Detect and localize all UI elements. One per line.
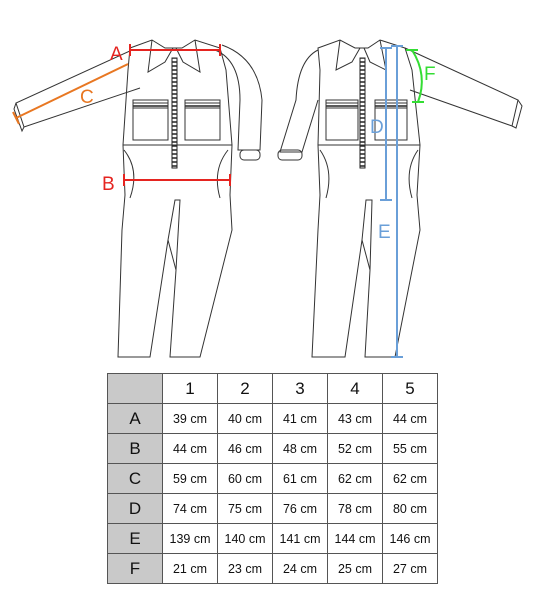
table-cell: 43 cm — [327, 403, 383, 434]
table-cell: 25 cm — [327, 553, 383, 584]
table-cell: 40 cm — [217, 403, 273, 434]
size-header: 2 — [217, 373, 273, 404]
front-view-garment — [13, 39, 263, 358]
table-cell: 62 cm — [327, 463, 383, 494]
label-f: F — [424, 64, 436, 85]
size-chart-table: 1 2 3 4 5 A 39 cm 40 cm 41 cm 43 cm 44 c… — [107, 373, 438, 584]
table-cell: 61 cm — [272, 463, 328, 494]
label-a: A — [110, 44, 123, 65]
table-cell: 39 cm — [162, 403, 218, 434]
measurement-e: E — [378, 45, 403, 358]
table-cell: 144 cm — [327, 523, 383, 554]
row-label: E — [107, 523, 163, 554]
back-view-garment — [277, 39, 523, 358]
table-cell: 59 cm — [162, 463, 218, 494]
table-header-row: 1 2 3 4 5 — [107, 373, 438, 404]
table-row: B 44 cm 46 cm 48 cm 52 cm 55 cm — [107, 433, 438, 464]
table-cell: 21 cm — [162, 553, 218, 584]
table-cell: 75 cm — [217, 493, 273, 524]
size-header: 5 — [382, 373, 438, 404]
row-label: B — [107, 433, 163, 464]
coverall-measurement-diagram: A B C D E F — [12, 39, 523, 358]
label-d: D — [370, 117, 384, 138]
measurement-d: D — [370, 47, 392, 201]
table-cell: 78 cm — [327, 493, 383, 524]
table-corner-cell — [107, 373, 163, 404]
size-header: 1 — [162, 373, 218, 404]
table-cell: 60 cm — [217, 463, 273, 494]
table-cell: 62 cm — [382, 463, 438, 494]
table-cell: 74 cm — [162, 493, 218, 524]
table-row: A 39 cm 40 cm 41 cm 43 cm 44 cm — [107, 403, 438, 434]
row-label: D — [107, 493, 163, 524]
size-header: 4 — [327, 373, 383, 404]
measurement-a: A — [110, 44, 221, 65]
label-b: B — [102, 174, 115, 195]
table-cell: 76 cm — [272, 493, 328, 524]
table-cell: 55 cm — [382, 433, 438, 464]
label-e: E — [378, 222, 391, 243]
table-cell: 48 cm — [272, 433, 328, 464]
measurement-b: B — [102, 174, 231, 195]
table-cell: 139 cm — [162, 523, 218, 554]
table-cell: 44 cm — [162, 433, 218, 464]
row-label: F — [107, 553, 163, 584]
table-cell: 23 cm — [217, 553, 273, 584]
table-cell: 80 cm — [382, 493, 438, 524]
label-c: C — [80, 87, 94, 108]
table-row: E 139 cm 140 cm 141 cm 144 cm 146 cm — [107, 523, 438, 554]
table-cell: 41 cm — [272, 403, 328, 434]
table-cell: 46 cm — [217, 433, 273, 464]
size-header: 3 — [272, 373, 328, 404]
table-row: C 59 cm 60 cm 61 cm 62 cm 62 cm — [107, 463, 438, 494]
table-cell: 141 cm — [272, 523, 328, 554]
table-cell: 146 cm — [382, 523, 438, 554]
row-label: A — [107, 403, 163, 434]
measurement-f: F — [406, 49, 436, 103]
table-cell: 52 cm — [327, 433, 383, 464]
table-cell: 24 cm — [272, 553, 328, 584]
measurement-c: C — [12, 63, 129, 125]
table-row: D 74 cm 75 cm 76 cm 78 cm 80 cm — [107, 493, 438, 524]
table-cell: 44 cm — [382, 403, 438, 434]
table-cell: 140 cm — [217, 523, 273, 554]
row-label: C — [107, 463, 163, 494]
table-row: F 21 cm 23 cm 24 cm 25 cm 27 cm — [107, 553, 438, 584]
table-cell: 27 cm — [382, 553, 438, 584]
